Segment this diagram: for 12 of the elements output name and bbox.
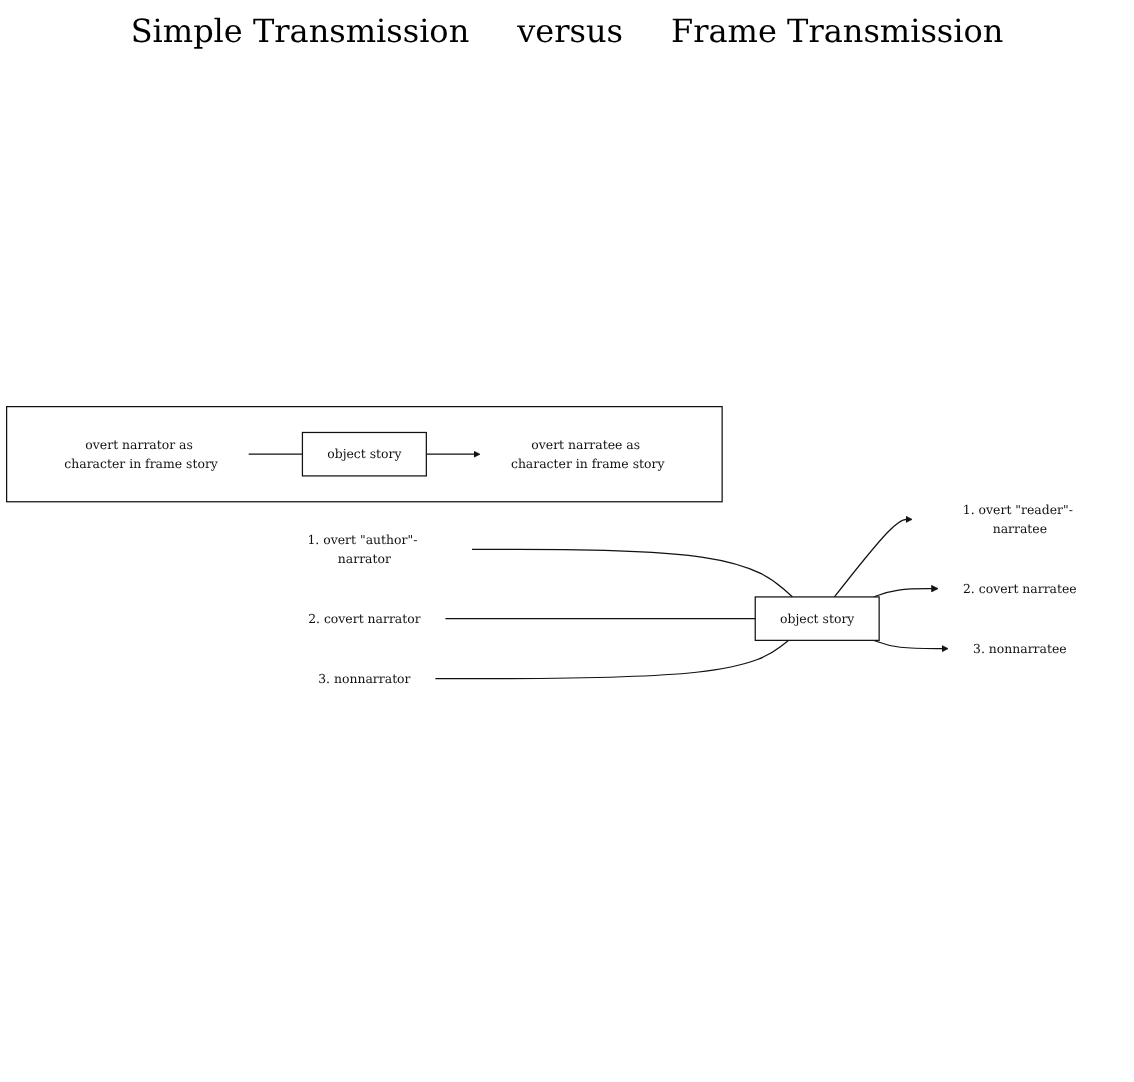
connector [471, 549, 794, 599]
connector [434, 640, 790, 680]
heading-text: versus [517, 12, 624, 50]
arrow [833, 516, 913, 599]
arrow [425, 451, 481, 459]
heading-text: Frame Transmission [671, 12, 1004, 50]
cluster [6, 406, 723, 503]
connector [248, 454, 304, 456]
arrow [873, 585, 939, 599]
arrow [873, 640, 949, 653]
connector [444, 618, 756, 620]
heading-text: Simple Transmission [130, 12, 470, 50]
